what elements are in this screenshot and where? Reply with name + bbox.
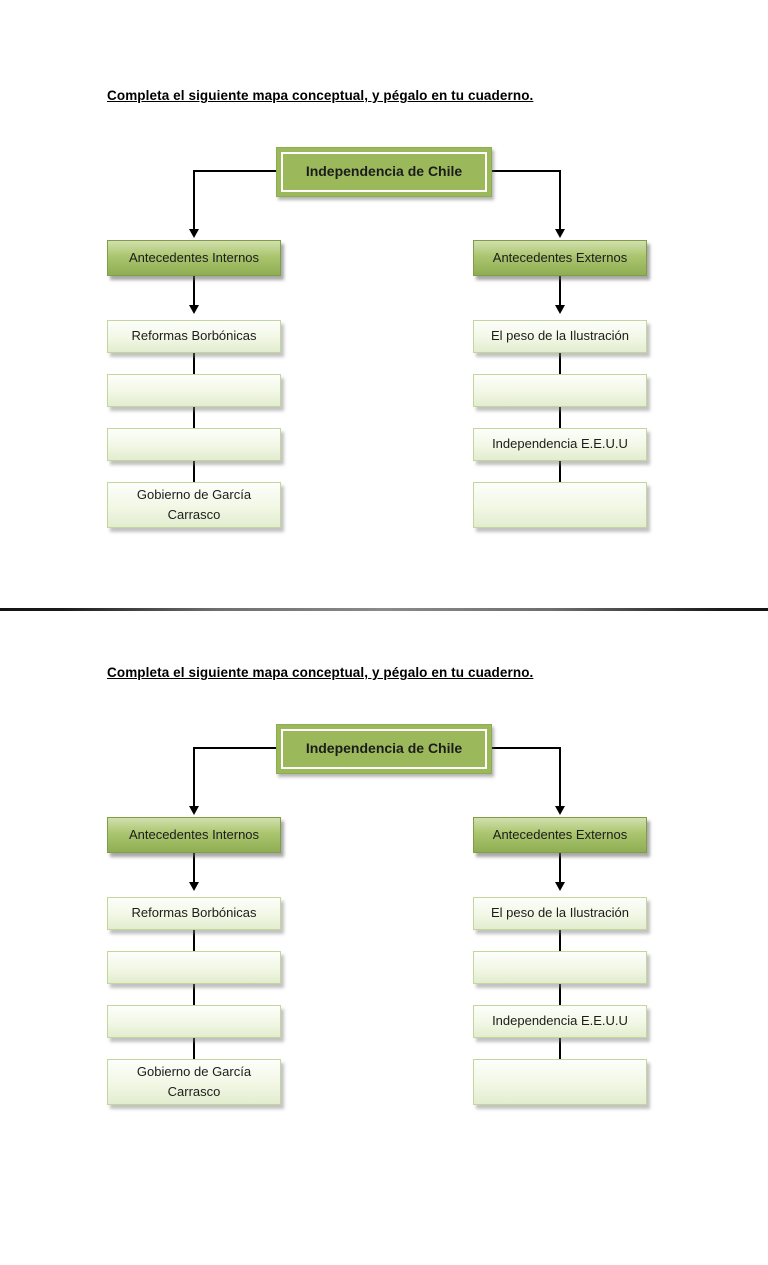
connector-right-row1-row2 [559,353,561,374]
root-node: Independencia de Chile [276,147,492,197]
node-independencia-eeuu: Independencia E.E.U.U [473,1005,647,1038]
connector-root-right-horizontal [492,170,561,172]
arrowhead-right-row1 [555,305,565,314]
connector-root-left-vertical [193,170,195,229]
arrowhead-left-row1 [189,882,199,891]
connector-left-row3-row4 [193,1038,195,1059]
node-antecedentes-externos: Antecedentes Externos [473,240,647,276]
arrowhead-left-branch [189,806,199,815]
connector-left-header-row1 [193,853,195,882]
connector-right-row2-row3 [559,984,561,1005]
arrowhead-right-branch [555,806,565,815]
connector-root-right-vertical [559,747,561,806]
root-node: Independencia de Chile [276,724,492,774]
node-antecedentes-externos: Antecedentes Externos [473,817,647,853]
blank-node-right-2 [473,482,647,528]
connector-left-row1-row2 [193,353,195,374]
blank-node-right-2 [473,1059,647,1105]
connector-right-row1-row2 [559,930,561,951]
connector-left-row2-row3 [193,984,195,1005]
connector-left-row2-row3 [193,407,195,428]
node-reformas-borbonicas: Reformas Borbónicas [107,897,281,930]
connector-right-row3-row4 [559,1038,561,1059]
connector-root-right-vertical [559,170,561,229]
arrowhead-right-row1 [555,882,565,891]
connector-root-left-vertical [193,747,195,806]
node-peso-ilustracion: El peso de la Ilustración [473,320,647,353]
connector-root-left-horizontal [194,747,276,749]
root-node-inner-border [281,729,487,769]
arrowhead-right-branch [555,229,565,238]
connector-root-left-horizontal [194,170,276,172]
connector-right-row3-row4 [559,461,561,482]
connector-right-header-row1 [559,276,561,305]
connector-left-row1-row2 [193,930,195,951]
blank-node-right-1 [473,374,647,407]
node-antecedentes-internos: Antecedentes Internos [107,817,281,853]
node-gobierno-garcia-carrasco: Gobierno de García Carrasco [107,1059,281,1105]
connector-left-row3-row4 [193,461,195,482]
arrowhead-left-row1 [189,305,199,314]
instruction-title: Completa el siguiente mapa conceptual, y… [107,88,534,103]
connector-left-header-row1 [193,276,195,305]
blank-node-left-1 [107,374,281,407]
instruction-title: Completa el siguiente mapa conceptual, y… [107,665,534,680]
worksheet-page-2: Completa el siguiente mapa conceptual, y… [0,577,768,1185]
blank-node-left-1 [107,951,281,984]
blank-node-left-2 [107,428,281,461]
root-node-inner-border [281,152,487,192]
worksheet-page-1: Completa el siguiente mapa conceptual, y… [0,0,768,608]
blank-node-right-1 [473,951,647,984]
arrowhead-left-branch [189,229,199,238]
page-divider [0,608,768,611]
node-antecedentes-internos: Antecedentes Internos [107,240,281,276]
node-reformas-borbonicas: Reformas Borbónicas [107,320,281,353]
root-node-label: Independencia de Chile [305,740,463,757]
node-independencia-eeuu: Independencia E.E.U.U [473,428,647,461]
node-gobierno-garcia-carrasco: Gobierno de García Carrasco [107,482,281,528]
connector-root-right-horizontal [492,747,561,749]
blank-node-left-2 [107,1005,281,1038]
connector-right-row2-row3 [559,407,561,428]
node-peso-ilustracion: El peso de la Ilustración [473,897,647,930]
connector-right-header-row1 [559,853,561,882]
root-node-label: Independencia de Chile [305,163,463,180]
